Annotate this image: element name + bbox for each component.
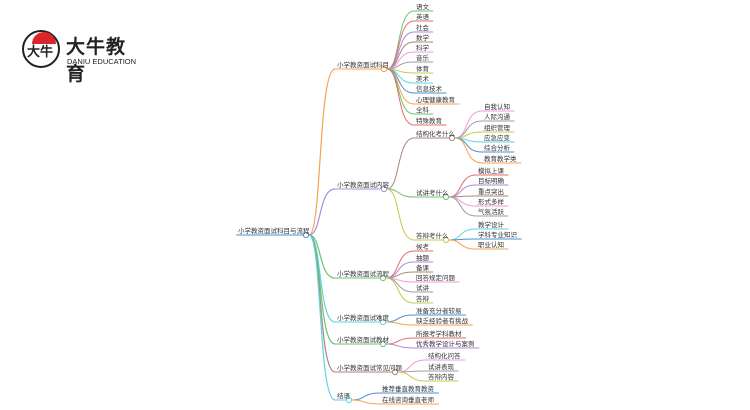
branch-node[interactable]: 小学教资面试教材 bbox=[337, 336, 389, 344]
logo-cap-icon bbox=[32, 32, 56, 44]
leaf-node[interactable]: 学科专业知识 bbox=[478, 231, 517, 239]
leaf-node[interactable]: 英语 bbox=[416, 13, 429, 21]
leaf-node[interactable]: 特殊教育 bbox=[416, 117, 442, 125]
leaf-node[interactable]: 准备充分者较易 bbox=[416, 307, 462, 315]
leaf-node[interactable]: 自我认知 bbox=[484, 103, 510, 111]
leaf-node[interactable]: 教育教学类 bbox=[484, 155, 517, 163]
leaf-link bbox=[448, 196, 477, 207]
branch-link bbox=[308, 68, 336, 236]
leaf-node[interactable]: 试讲 bbox=[416, 284, 429, 292]
branch-toggle[interactable] bbox=[380, 65, 388, 73]
logo-subtitle: DANIU EDUCATION bbox=[67, 57, 137, 66]
branch-node[interactable]: 小学教资面试内容 bbox=[337, 181, 389, 189]
leaf-node[interactable]: 美术 bbox=[416, 75, 429, 83]
leaf-node[interactable]: 候考 bbox=[416, 243, 429, 251]
sub-branch-toggle[interactable] bbox=[442, 236, 450, 244]
leaf-node[interactable]: 体育 bbox=[416, 65, 429, 73]
sub-branch-node[interactable]: 答辩考什么 bbox=[416, 232, 449, 240]
leaf-node[interactable]: 信息技术 bbox=[416, 85, 442, 93]
leaf-node[interactable]: 优秀教学设计与案例 bbox=[416, 340, 475, 348]
leaf-node[interactable]: 应急应变 bbox=[484, 134, 510, 142]
leaf-node[interactable]: 社会 bbox=[416, 24, 429, 32]
branch-node[interactable]: 小学教资面试难度 bbox=[337, 314, 389, 322]
leaf-link bbox=[385, 314, 415, 323]
leaf-node[interactable]: 数学 bbox=[416, 34, 429, 42]
leaf-node[interactable]: 抽题 bbox=[416, 254, 429, 262]
leaf-node[interactable]: 答辩内容 bbox=[428, 373, 454, 381]
branch-toggle[interactable] bbox=[379, 274, 387, 282]
logo-glyph: 大牛 bbox=[27, 45, 54, 60]
leaf-node[interactable]: 目标明确 bbox=[478, 177, 504, 185]
leaf-link bbox=[397, 371, 427, 382]
leaf-node[interactable]: 科学 bbox=[416, 44, 429, 52]
sub-branch-toggle[interactable] bbox=[448, 134, 456, 142]
branch-toggle[interactable] bbox=[379, 340, 387, 348]
leaf-node[interactable]: 试讲表现 bbox=[428, 363, 454, 371]
leaf-link bbox=[448, 184, 477, 198]
leaf-node[interactable]: 职业认知 bbox=[478, 241, 504, 249]
leaf-link bbox=[351, 399, 381, 405]
sub-branch-link bbox=[386, 188, 415, 241]
branch-toggle[interactable] bbox=[391, 368, 399, 376]
branch-toggle[interactable] bbox=[379, 318, 387, 326]
leaf-node[interactable]: 推荐垂直教育教资 bbox=[382, 385, 434, 393]
leaf-link bbox=[397, 359, 427, 373]
sub-branch-toggle[interactable] bbox=[442, 193, 450, 201]
root-toggle[interactable] bbox=[302, 231, 310, 239]
leaf-node[interactable]: 形式多样 bbox=[478, 198, 504, 206]
leaf-link bbox=[448, 228, 477, 241]
leaf-node[interactable]: 备课 bbox=[416, 264, 429, 272]
sub-branch-link bbox=[386, 188, 415, 198]
leaf-node[interactable]: 音乐 bbox=[416, 54, 429, 62]
branch-node[interactable]: 结语 bbox=[337, 392, 350, 400]
leaf-node[interactable]: 教学设计 bbox=[478, 221, 504, 229]
leaf-node[interactable]: 组织管理 bbox=[484, 124, 510, 132]
branch-link bbox=[308, 234, 336, 323]
sub-branch-link bbox=[386, 137, 415, 190]
leaf-node[interactable]: 全科 bbox=[416, 106, 429, 114]
leaf-node[interactable]: 心理健康教育 bbox=[416, 96, 455, 104]
branch-link bbox=[308, 188, 336, 236]
logo-name: 大牛教育 bbox=[66, 36, 127, 85]
root-node[interactable]: 小学教资面试科目与流程 bbox=[238, 227, 310, 235]
leaf-node[interactable]: 回答规定问题 bbox=[416, 274, 455, 282]
leaf-link bbox=[385, 321, 415, 326]
leaf-node[interactable]: 答辩 bbox=[416, 295, 429, 303]
leaf-link bbox=[454, 120, 483, 139]
branch-toggle[interactable] bbox=[380, 185, 388, 193]
leaf-node[interactable]: 语文 bbox=[416, 3, 429, 11]
brand-logo: 大牛 大牛教育 DANIU EDUCATION bbox=[22, 28, 142, 85]
leaf-link bbox=[385, 343, 415, 349]
leaf-link bbox=[386, 68, 415, 126]
leaf-node[interactable]: 模拟上课 bbox=[478, 167, 504, 175]
leaf-link bbox=[351, 392, 381, 401]
branch-node[interactable]: 小学教资面试流程 bbox=[337, 270, 389, 278]
logo-emblem bbox=[22, 30, 60, 68]
leaf-link bbox=[386, 68, 415, 105]
leaf-node[interactable]: 气氛活跃 bbox=[478, 208, 504, 216]
branch-link bbox=[308, 234, 336, 401]
branch-node[interactable]: 小学教资面试科目 bbox=[337, 61, 389, 69]
leaf-link bbox=[385, 277, 415, 304]
leaf-node[interactable]: 综合分析 bbox=[484, 144, 510, 152]
leaf-node[interactable]: 重点突出 bbox=[478, 188, 504, 196]
leaf-link bbox=[448, 174, 477, 198]
leaf-link bbox=[454, 137, 483, 164]
branch-node[interactable]: 小学教资面试常见问题 bbox=[337, 364, 402, 372]
branch-toggle[interactable] bbox=[345, 396, 353, 404]
leaf-node[interactable]: 在线咨询垂直老师 bbox=[382, 396, 434, 404]
leaf-link bbox=[448, 239, 477, 250]
leaf-link bbox=[385, 261, 415, 279]
leaf-node[interactable]: 人际沟通 bbox=[484, 113, 510, 121]
leaf-link bbox=[448, 196, 477, 217]
leaf-node[interactable]: 结构化问答 bbox=[428, 352, 461, 360]
sub-branch-node[interactable]: 试讲考什么 bbox=[416, 189, 449, 197]
leaf-link bbox=[385, 337, 415, 345]
leaf-node[interactable]: 缺乏经验者有挑战 bbox=[416, 317, 468, 325]
leaf-node[interactable]: 所报考学科教材 bbox=[416, 330, 462, 338]
sub-branch-node[interactable]: 结构化考什么 bbox=[416, 130, 455, 138]
